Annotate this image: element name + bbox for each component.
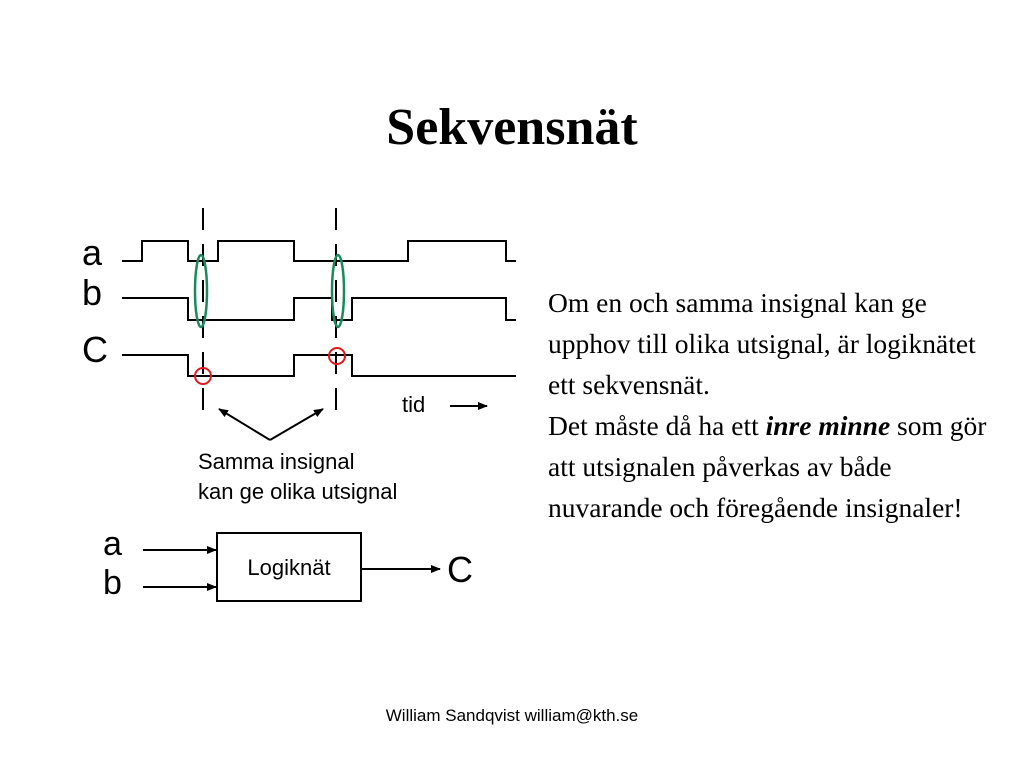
block-output-label: C — [447, 549, 473, 590]
footer-author: William Sandqvist william@kth.se — [385, 706, 639, 725]
explanation-paragraph-1: Om en och samma insignal kan ge upphov t… — [548, 287, 976, 400]
signal-label-c: C — [82, 329, 108, 370]
block-input-label-b: b — [103, 564, 122, 602]
time-axis-label: tid — [402, 392, 425, 417]
output-marker-low — [194, 367, 212, 385]
slide-title: Sekvensnät — [386, 99, 638, 156]
output-marker-high — [328, 347, 346, 365]
waveform-c — [122, 354, 516, 377]
signal-label-b: b — [82, 272, 102, 313]
waveform-b — [122, 297, 516, 321]
explanation-emphasis: inre minne — [765, 410, 891, 441]
logic-network-label: Logiknät — [247, 555, 330, 580]
explanation-prefix: Det måste då ha ett — [548, 410, 766, 441]
annotation-line-2: kan ge olika utsignal — [198, 479, 397, 504]
explanation-suffix: som gör att utsignalen påverkas av både … — [548, 410, 987, 523]
waveform-a — [122, 240, 516, 262]
signal-label-a: a — [82, 232, 103, 273]
explanation-text: Om en och samma insignal kan ge upphov t… — [548, 282, 988, 528]
annotation-line-1: Samma insignal — [198, 449, 355, 474]
same-input-marker-2 — [330, 253, 346, 329]
block-input-label-a: a — [103, 525, 122, 563]
annotation-arrow-left — [218, 408, 271, 441]
logic-network-box — [216, 532, 362, 602]
same-input-marker-1 — [193, 253, 209, 329]
annotation-arrow-right — [269, 408, 324, 441]
explanation-paragraph-2: Det måste då ha ett inre minne som gör a… — [548, 405, 988, 528]
